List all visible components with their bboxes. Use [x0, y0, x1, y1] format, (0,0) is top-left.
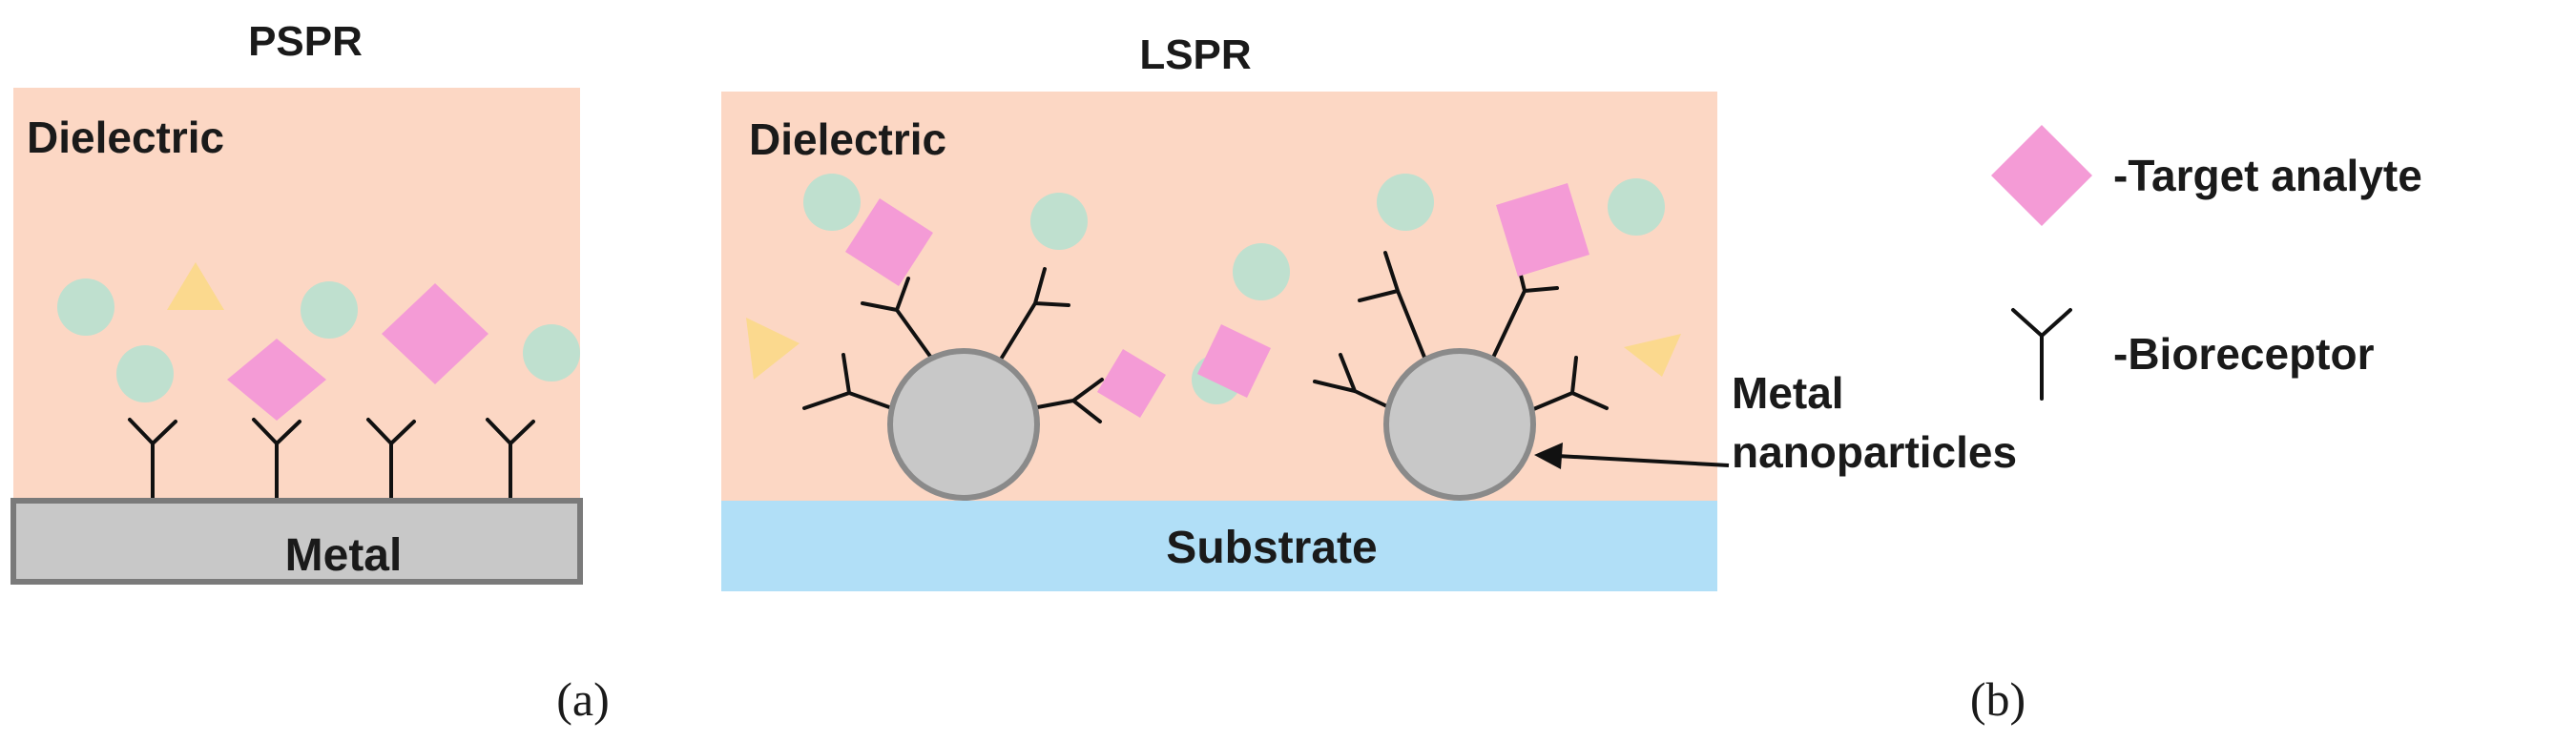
bioreceptor-icon: [861, 277, 933, 360]
interferent-circle-icon: [301, 281, 358, 339]
bioreceptor-icon: [1000, 267, 1070, 360]
bioreceptor-icon: [1529, 356, 1609, 412]
bioreceptor-y-icon: [2011, 308, 2072, 401]
interferent-circle-icon: [523, 324, 580, 381]
interferent-circle-icon: [1030, 193, 1088, 250]
substrate-layer: [721, 501, 1717, 591]
legend-label-bioreceptor: -Bioreceptor: [2113, 329, 2375, 379]
legend: -Target analyte -Bioreceptor: [1991, 125, 2422, 401]
dielectric-label: Dielectric: [749, 114, 946, 164]
bioreceptor-icon: [802, 353, 894, 410]
bioreceptor-icon: [252, 418, 301, 503]
interferent-circle-icon: [57, 278, 114, 336]
interferent-triangle-icon: [167, 262, 224, 310]
pink-diamond-icon: [1991, 125, 2092, 226]
panel-a-pspr: PSPR Dielectric Metal: [10, 18, 583, 585]
metal-nanoparticle: [1383, 348, 1536, 501]
panel-b-lspr: LSPR Dielectric Substrate: [721, 31, 2017, 591]
bioreceptor-icon: [1358, 251, 1427, 361]
bioreceptor-icon: [1030, 378, 1104, 423]
metal-label: Metal: [285, 530, 403, 581]
interferent-circle-icon: [1608, 178, 1665, 236]
interferent-circle-icon: [1377, 174, 1434, 231]
target-analyte-icon: [845, 198, 933, 286]
panel-a-title: PSPR: [248, 18, 363, 65]
target-analyte-icon: [227, 339, 326, 421]
target-analyte-icon: [382, 283, 488, 384]
interferent-triangle-icon: [746, 318, 800, 380]
bioreceptor-icon: [366, 418, 416, 503]
target-analyte-icon: [1496, 183, 1589, 277]
bioreceptor-icon: [128, 418, 177, 503]
interferent-circle-icon: [116, 345, 174, 402]
arrowhead-icon: [1534, 443, 1563, 469]
dielectric-region: [721, 92, 1717, 501]
caption-b: (b): [1970, 672, 2025, 726]
bioreceptor-icon: [486, 418, 535, 503]
target-analyte-icon: [1197, 324, 1271, 398]
legend-label-target-analyte: -Target analyte: [2113, 151, 2422, 200]
interferent-triangle-icon: [1624, 334, 1681, 377]
interferent-circle-icon: [1233, 243, 1290, 300]
substrate-label: Substrate: [1166, 523, 1377, 573]
caption-a: (a): [556, 672, 610, 726]
metal-layer: [10, 498, 583, 585]
bioreceptor-icon: [1313, 353, 1393, 410]
nanoparticle-label-line2: nanoparticles: [1732, 427, 2017, 477]
interferent-circle-icon: [803, 174, 861, 231]
metal-nanoparticle: [887, 348, 1040, 501]
dielectric-label: Dielectric: [27, 113, 224, 162]
nanoparticle-label-line1: Metal: [1732, 368, 1844, 418]
target-analyte-icon: [1097, 349, 1166, 418]
panel-b-title: LSPR: [1139, 31, 1251, 78]
pointer-arrow-line: [1556, 454, 1730, 467]
